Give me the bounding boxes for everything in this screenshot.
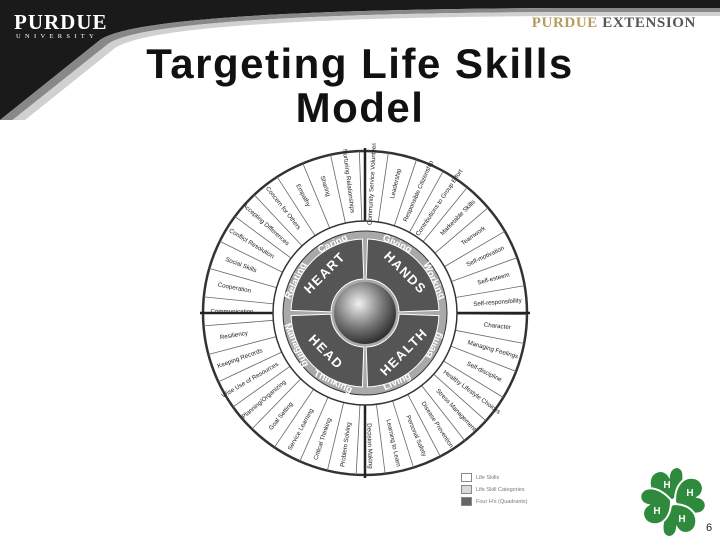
skill-label: Resiliency (219, 330, 249, 342)
skill-divider (407, 394, 441, 457)
skill-divider (377, 152, 389, 223)
legend-label: Four H's (Quadrants) (476, 498, 528, 505)
skill-divider (302, 163, 331, 229)
svg-text:H: H (663, 480, 670, 491)
extension-logo-purdue: PURDUE (531, 15, 598, 31)
skill-divider (433, 373, 487, 422)
legend-label: Life Skills (476, 474, 500, 481)
legend-item: Life Skill Categories (461, 484, 527, 495)
skill-label: Decision Making (365, 423, 374, 469)
skill-divider (451, 257, 518, 282)
legend-label: Life Skill Categories (476, 486, 525, 493)
hub-quadrant (365, 238, 440, 313)
skill-label: Communication (210, 308, 254, 315)
skill-divider (218, 351, 282, 383)
slide-title: Targeting Life Skills Model (146, 40, 574, 131)
legend-item: Life Skills (461, 472, 527, 483)
legend-swatch (461, 485, 472, 494)
skill-divider (393, 159, 417, 226)
skill-divider (444, 230, 506, 267)
skill-divider (376, 404, 386, 474)
hub-quadrant (365, 313, 440, 388)
skill-divider (355, 404, 361, 475)
svg-text:H: H (653, 506, 660, 517)
svg-text:H: H (686, 488, 693, 499)
skill-divider (234, 216, 292, 259)
skill-divider (455, 329, 525, 344)
skill-divider (330, 154, 346, 224)
skill-divider (299, 397, 329, 462)
skill-divider (276, 176, 316, 236)
skill-divider (253, 194, 303, 247)
purdue-extension-logo: PURDUE EXTENSION (532, 15, 696, 32)
legend-item: Four H's (Quadrants) (461, 496, 527, 507)
hub-quadrant (290, 313, 365, 388)
skill-divider (219, 240, 283, 273)
skill-divider (450, 345, 517, 372)
skill-divider (358, 151, 363, 222)
university-label: UNIVERSITY (16, 33, 98, 40)
svg-text:H: H (678, 514, 685, 525)
skill-divider (203, 319, 274, 327)
hub-quadrant (290, 238, 365, 313)
center-sphere (334, 282, 396, 344)
skill-divider (274, 389, 314, 448)
skill-divider (443, 360, 504, 398)
page-number: 6 (706, 522, 713, 534)
inner-ring (272, 220, 458, 406)
skill-divider (203, 296, 274, 305)
skill-divider (208, 336, 277, 355)
extension-logo-extension: EXTENSION (602, 15, 696, 31)
skill-label: Character (483, 322, 511, 332)
legend: Life Skills Life Skill Categories Four H… (461, 472, 527, 508)
legend-swatch (461, 473, 472, 482)
skill-divider (409, 170, 444, 233)
header-banner (0, 0, 720, 120)
skill-divider (251, 378, 302, 430)
purdue-logo: PURDUE (14, 10, 108, 34)
four-h-clover-icon: H H H H (639, 466, 707, 538)
skill-divider (326, 402, 345, 471)
skill-label: Community Service Volunteering (366, 143, 378, 225)
skill-divider (392, 400, 414, 468)
legend-swatch (461, 497, 472, 506)
skill-divider (455, 285, 525, 298)
skill-divider (232, 366, 291, 408)
skill-divider (434, 207, 489, 254)
skill-divider (422, 187, 468, 242)
skill-label: Self-responsibility (473, 297, 523, 308)
skill-divider (209, 267, 277, 289)
skill-divider (421, 385, 466, 441)
